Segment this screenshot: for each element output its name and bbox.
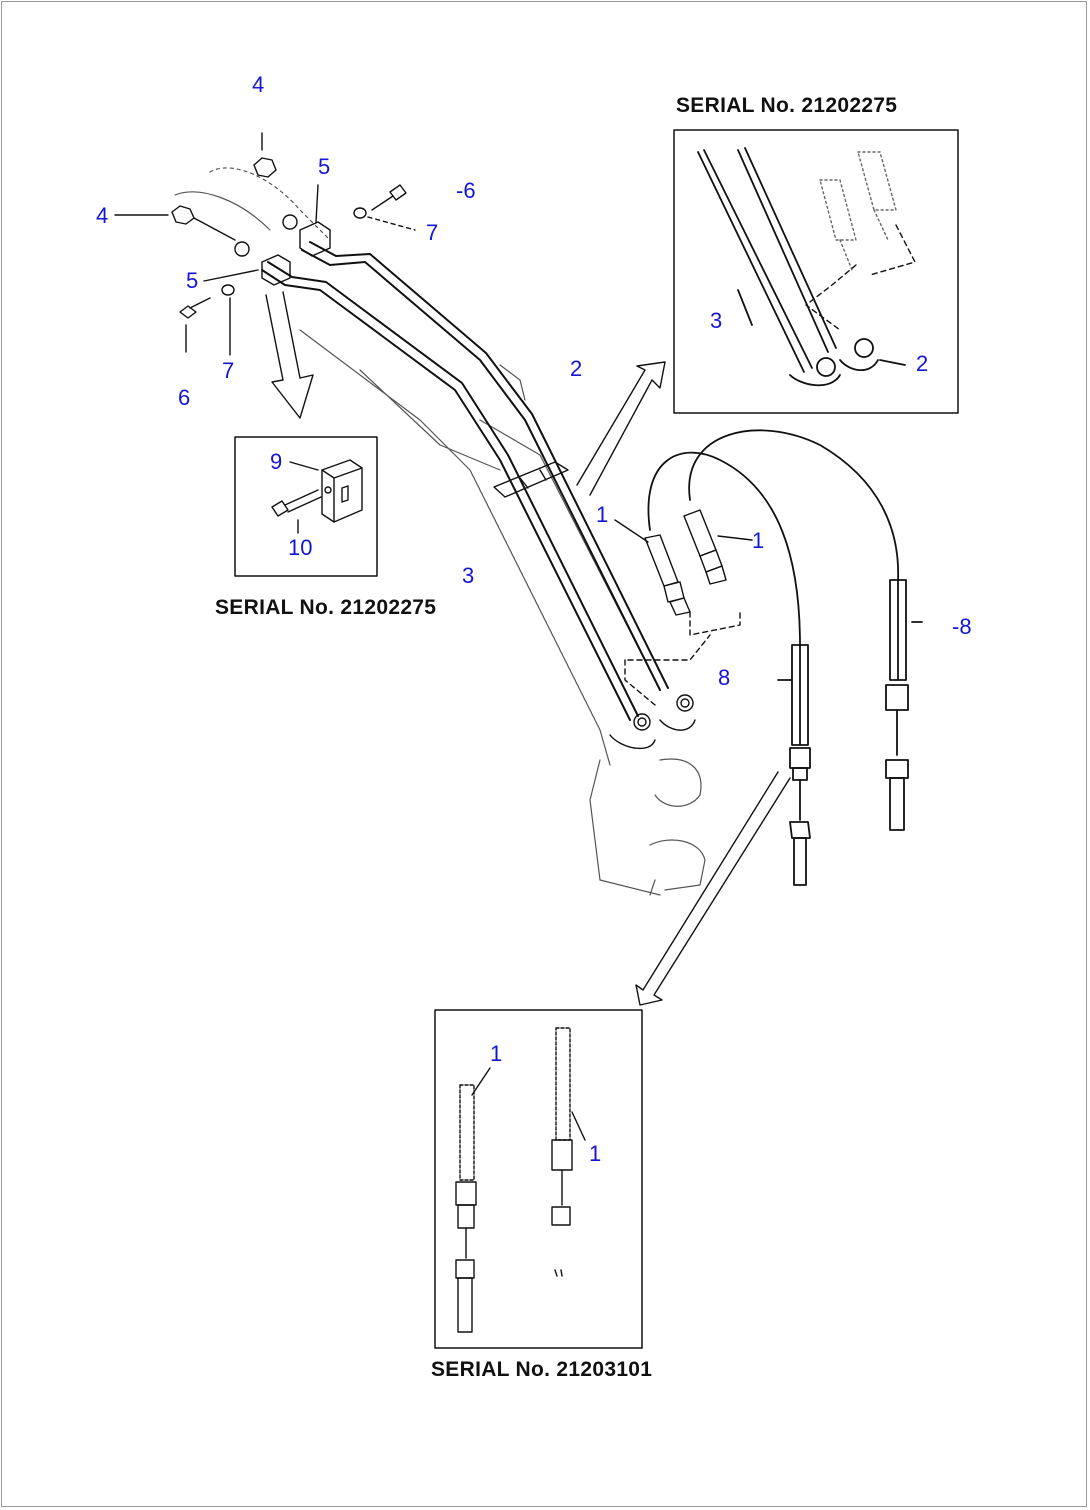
pipe-end-fittings — [609, 694, 696, 750]
callout-3-main: 3 — [462, 563, 475, 588]
callout-2-inset: 2 — [916, 351, 929, 376]
hose-8-right — [688, 429, 923, 831]
pipe-clamp — [493, 461, 569, 498]
pipe-2 — [301, 241, 669, 691]
callout-2-main: 2 — [570, 356, 583, 381]
callout-10-inset: 10 — [288, 535, 313, 560]
callout-1-b: 1 — [752, 528, 765, 553]
inset-left-box — [234, 436, 378, 577]
inset-top-right-box — [673, 129, 959, 414]
arrow-to-left-inset — [265, 291, 314, 419]
callout-7-top: 7 — [426, 220, 439, 245]
inset-top-right-dash-guides — [805, 224, 916, 331]
inset-bottom-box — [434, 1009, 643, 1349]
callout-8-right: -8 — [952, 614, 972, 639]
caption-inset-bottom: SERIAL No. 21203101 — [431, 1358, 653, 1381]
callout-7-left: 7 — [222, 358, 235, 383]
block-5-top — [282, 184, 331, 257]
callout-1-bottom-a: 1 — [490, 1041, 503, 1066]
bolt-6-top — [371, 184, 407, 211]
washer-7-left — [221, 284, 235, 356]
arrow-to-top-right-inset — [576, 361, 666, 496]
callout-4-left: 4 — [96, 203, 109, 228]
block-5-left — [203, 241, 291, 286]
nut-4-left — [114, 205, 236, 241]
pipe-3 — [261, 261, 639, 721]
callout-6-left: 6 — [178, 385, 191, 410]
inset-top-right-hoses — [819, 151, 897, 271]
callout-3-inset: 3 — [710, 308, 723, 333]
block-9 — [289, 459, 363, 523]
callout-9-inset: 9 — [270, 449, 283, 474]
boom-outline — [174, 167, 706, 896]
bolt-6-left — [179, 297, 211, 353]
callout-5-top: 5 — [318, 154, 331, 179]
inset-bottom-hose-right — [551, 1027, 586, 1277]
bolt-10 — [271, 489, 322, 534]
callout-6-top: -6 — [456, 178, 476, 203]
inset-bottom-hose-left — [455, 1067, 491, 1333]
callout-8-mid: 8 — [718, 665, 731, 690]
callout-1-bottom-b: 1 — [589, 1141, 602, 1166]
fitting-dash-guides — [624, 609, 741, 706]
fitting-1-right — [683, 509, 753, 585]
arrow-to-bottom-inset — [635, 771, 791, 1006]
fitting-1-left — [614, 519, 691, 616]
nut-4-top — [253, 132, 277, 178]
callout-4-top: 4 — [252, 72, 265, 97]
inset-top-right-pipes — [697, 147, 906, 387]
callout-1-a: 1 — [596, 502, 609, 527]
callout-5-left: 5 — [186, 268, 199, 293]
caption-inset-left: SERIAL No. 21202275 — [215, 596, 437, 619]
washer-7-top — [353, 207, 416, 231]
hose-8-left — [647, 451, 811, 886]
caption-inset-top-right: SERIAL No. 21202275 — [676, 94, 898, 117]
